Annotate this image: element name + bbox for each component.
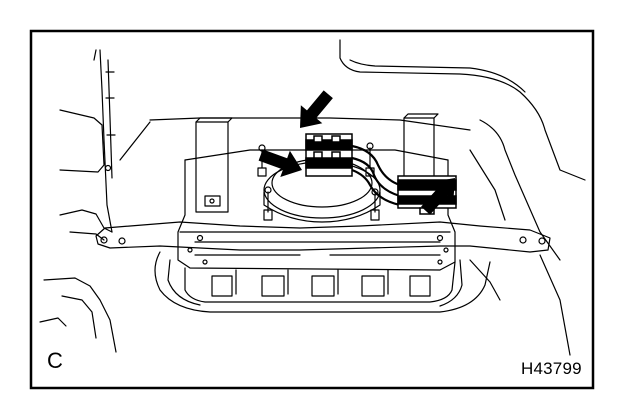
right-body-panel — [119, 39, 586, 356]
mounting-studs — [257, 142, 380, 221]
figure-code-label: H43799 — [521, 359, 582, 378]
wire-harness — [350, 144, 402, 207]
figure-frame — [29, 29, 595, 390]
mounting-bracket — [95, 221, 551, 253]
view-letter-label: C — [47, 348, 63, 373]
center-connector — [305, 133, 353, 177]
arrow-right-icon — [421, 178, 455, 215]
arrow-left-icon — [258, 149, 302, 177]
arrow-top-icon — [300, 90, 333, 128]
left-strap — [195, 117, 233, 213]
button-row — [211, 269, 431, 297]
